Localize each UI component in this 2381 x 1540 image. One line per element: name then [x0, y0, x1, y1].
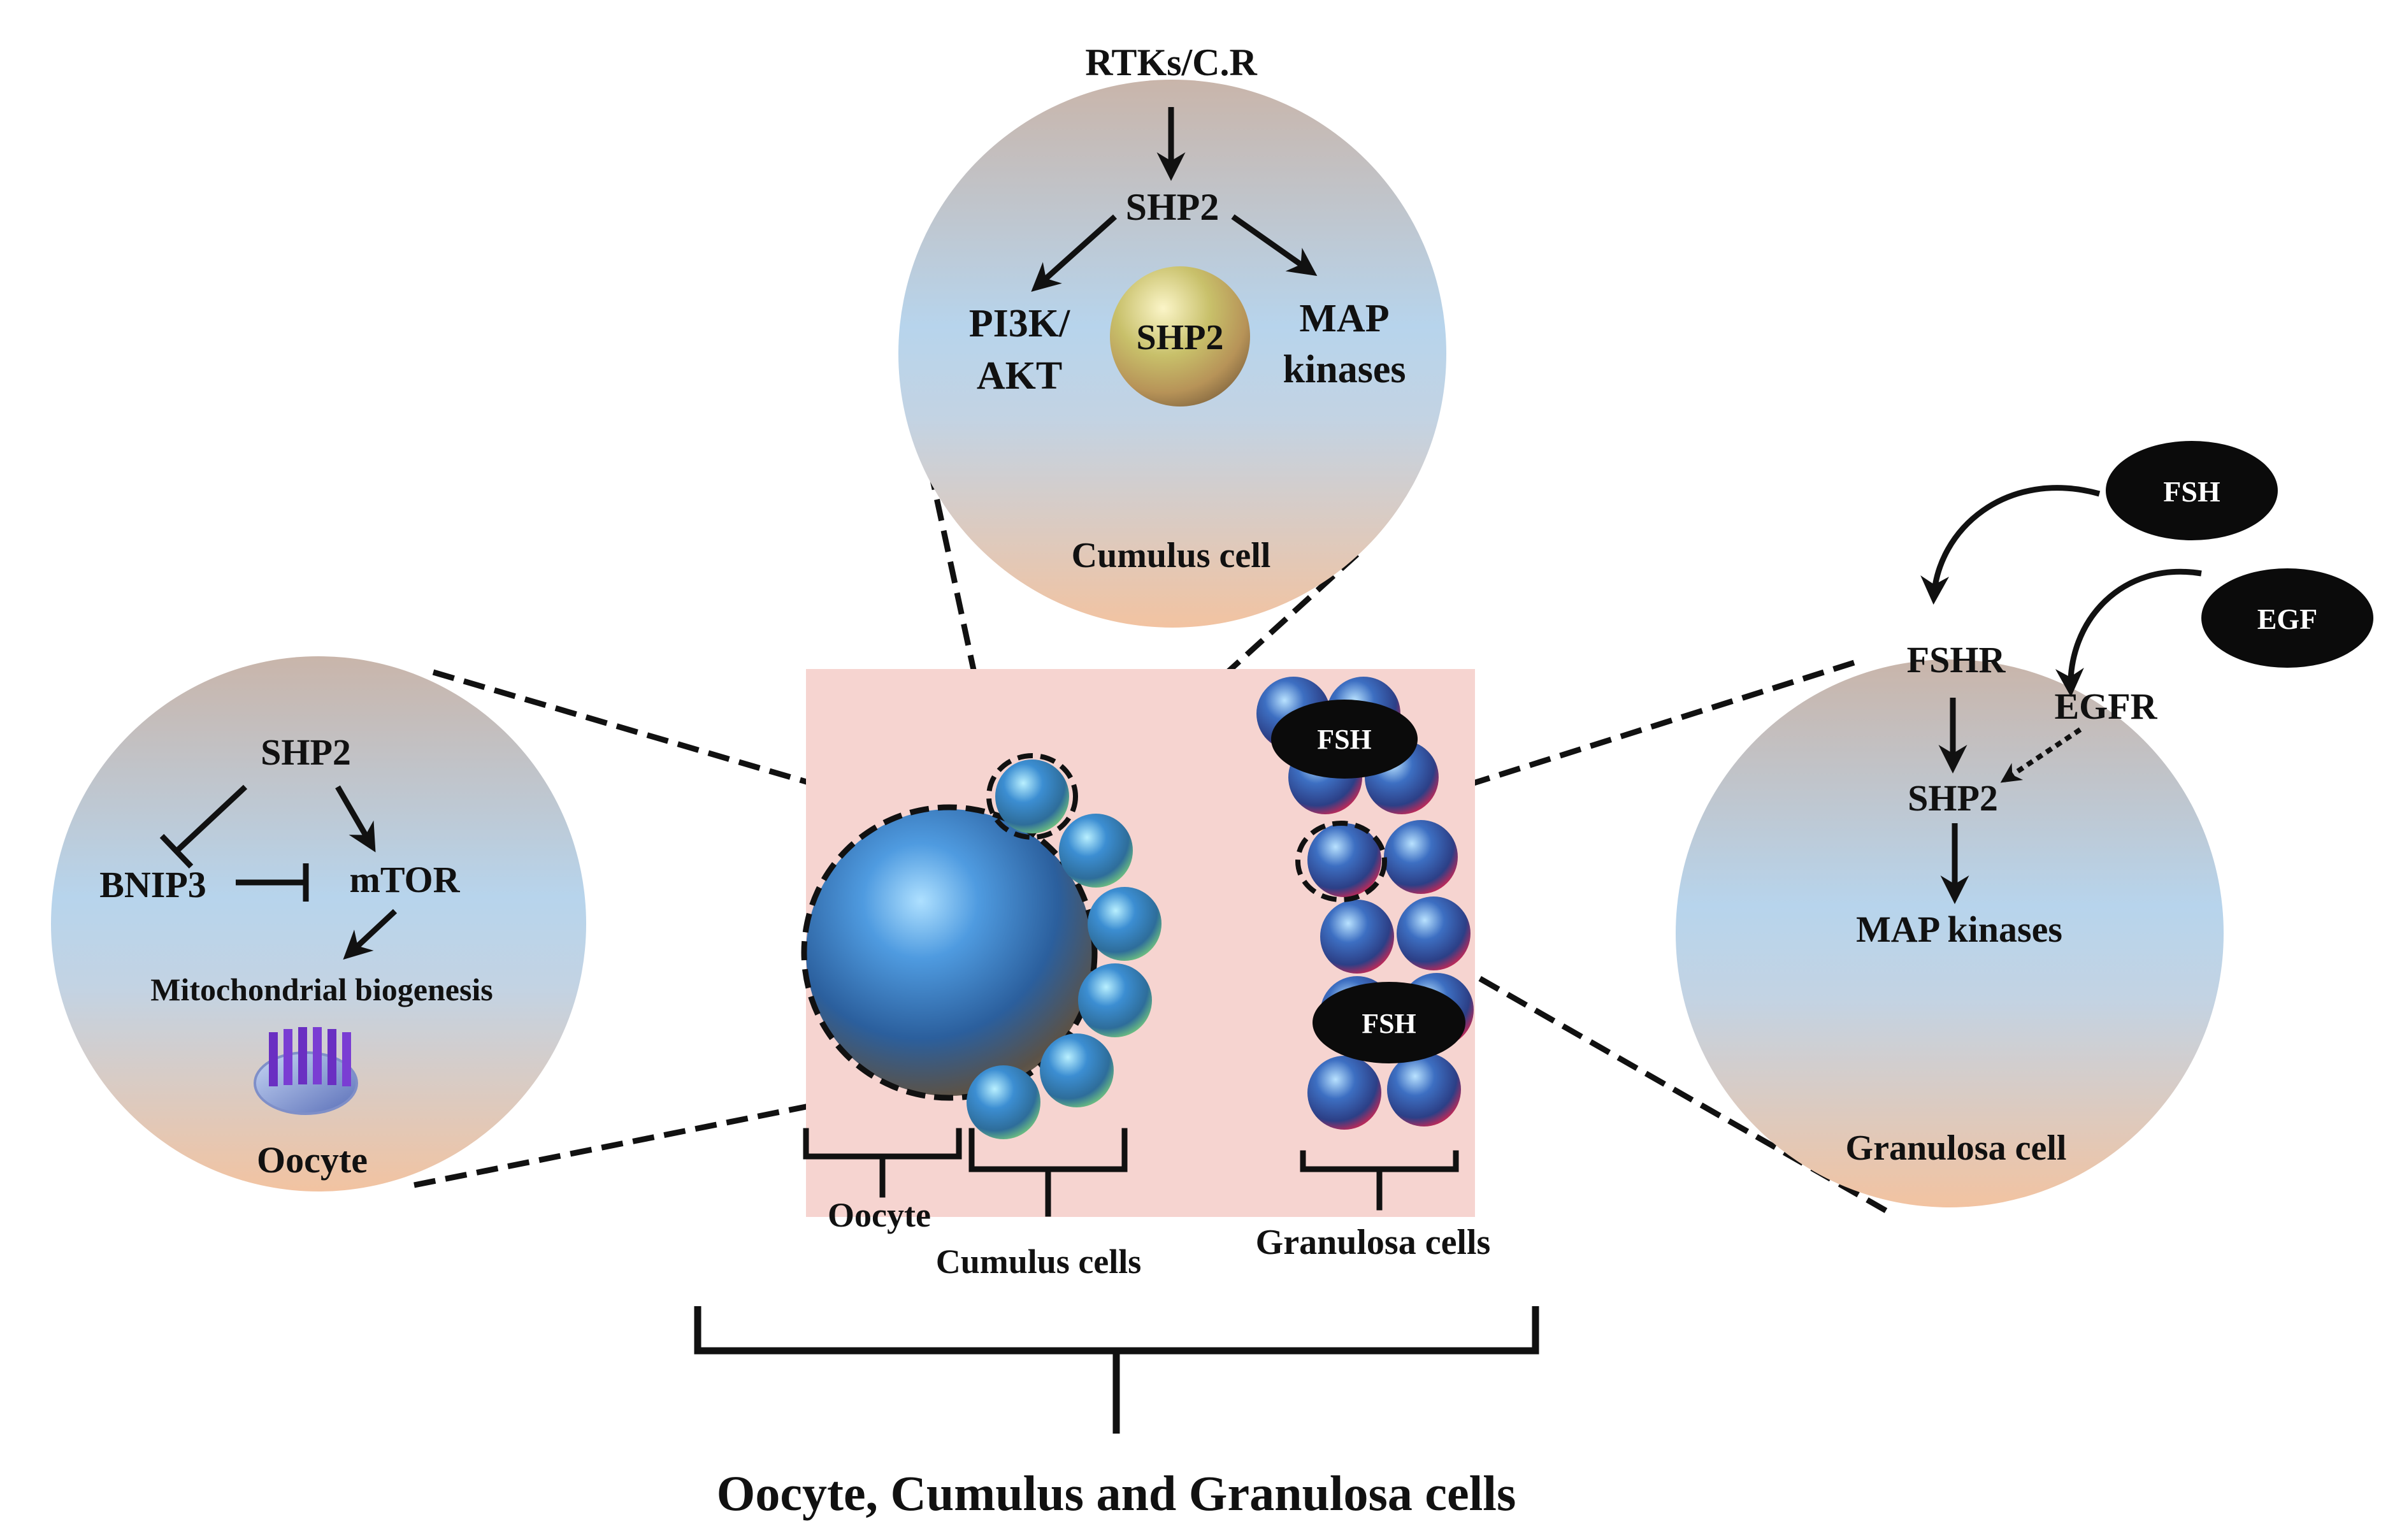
cumulus-node: SHP2 [1126, 186, 1219, 228]
small-brackets [803, 1128, 1459, 1217]
oocyte-panel: SHP2 BNIP3 mTOR Mitochondrial biogenesis… [51, 656, 586, 1191]
oocyte-outline [801, 804, 1098, 1101]
connector-oocyte-bottom [414, 1048, 1084, 1188]
granulosa-receptor1: FSHR [1907, 639, 2006, 680]
granulosa-highlight-outline [1295, 821, 1387, 902]
overall-bracket [694, 1306, 1539, 1434]
granulosa-panel-circle [1676, 659, 2224, 1207]
granulosa-cell [1307, 1056, 1381, 1130]
cumulus-right-target-2: kinases [1283, 348, 1406, 391]
connector-granulosa-top [1349, 659, 1855, 825]
oocyte-bracket [803, 1128, 962, 1198]
fsh-badge-2 [1313, 982, 1465, 1063]
cumulus-cells [967, 753, 1162, 1139]
connector-oocyte-top [432, 669, 944, 825]
cumulus-cell [1059, 814, 1133, 888]
oocyte-sphere [806, 809, 1093, 1096]
oocyte-inhibitor: BNIP3 [99, 864, 206, 905]
cumulus-left-target-2: AKT [977, 354, 1062, 398]
inhibit-shp2-bnip3 [175, 784, 248, 853]
cumulus-cell [967, 1065, 1040, 1139]
granulosa-node: SHP2 [1908, 777, 1998, 819]
shp2-sphere [1110, 266, 1250, 407]
shp2-sphere-label: SHP2 [1137, 318, 1224, 357]
cumulus-cell [995, 759, 1069, 833]
oocyte-panel-node: SHP2 [261, 731, 351, 773]
cumulus-cell [1088, 887, 1162, 961]
granulosa-bracket [1300, 1150, 1459, 1211]
connector-cumulus-left [927, 468, 997, 765]
granulosa-receptor2: EGFR [2054, 686, 2157, 727]
cumulus-panel: RTKs/C.R SHP2 PI3K/ AKT MAP kinases SHP2… [898, 41, 1446, 628]
cumulus-bracket [968, 1128, 1128, 1217]
cumulus-cell [1040, 1033, 1114, 1107]
granulosa-cell [1320, 900, 1394, 974]
cumulus-left-target-1: PI3K/ [969, 302, 1070, 345]
arrow-shp2-pi3k [1031, 214, 1118, 292]
granulosa-cell [1387, 1053, 1461, 1126]
connector-lines [414, 468, 1888, 1213]
granulosa-cell [1397, 896, 1471, 970]
cumulus-input: RTKs/C.R [1085, 41, 1257, 83]
oocyte-label: Oocyte [828, 1196, 931, 1234]
cumulus-label: Cumulus cells [936, 1242, 1142, 1281]
arrow-egf-egfr [2055, 568, 2202, 697]
oocyte-target: mTOR [350, 859, 461, 900]
inhibit-shp2-bnip3-bar [159, 833, 194, 869]
oocyte-outcome: Mitochondrial biogenesis [150, 972, 493, 1007]
fsh-ligand-label: FSH [2163, 475, 2220, 508]
granulosa-panel-title: Granulosa cell [1846, 1128, 2067, 1168]
granulosa-panel: FSH EGF FSHR EGFR SHP2 MAP kinases Granu… [1676, 441, 2373, 1207]
egf-ligand-label: EGF [2257, 603, 2318, 635]
arrow-fsh-fshr [1920, 485, 2101, 605]
granulosa-cell [1307, 823, 1381, 897]
oocyte-panel-circle [51, 656, 586, 1191]
fsh-badge-2-label: FSH [1362, 1008, 1416, 1039]
arrow-shp2-map [1231, 214, 1318, 277]
arrow-egfr-shp2-dotted [2000, 727, 2082, 783]
fsh-badge-1-label: FSH [1317, 724, 1372, 755]
fsh-badge-1 [1271, 700, 1418, 779]
granulosa-outcome: MAP kinases [1856, 909, 2062, 950]
granulosa-label: Granulosa cells [1256, 1223, 1491, 1262]
arrow-mtor-mito [343, 909, 398, 960]
cumulus-panel-title: Cumulus cell [1072, 536, 1271, 575]
cumulus-cell [1078, 963, 1152, 1037]
egf-ligand [2201, 568, 2373, 668]
oocyte-panel-title: Oocyte [257, 1139, 368, 1181]
fsh-ligand [2106, 441, 2278, 540]
mitochondrion-icon [254, 1027, 358, 1115]
granulosa-cell [1384, 820, 1458, 894]
caption: Oocyte, Cumulus and Granulosa cells [717, 1465, 1516, 1521]
cumulus-right-target-1: MAP [1299, 297, 1389, 340]
cumulus-highlight-outline [986, 753, 1078, 840]
arrow-shp2-mtor [335, 785, 376, 853]
